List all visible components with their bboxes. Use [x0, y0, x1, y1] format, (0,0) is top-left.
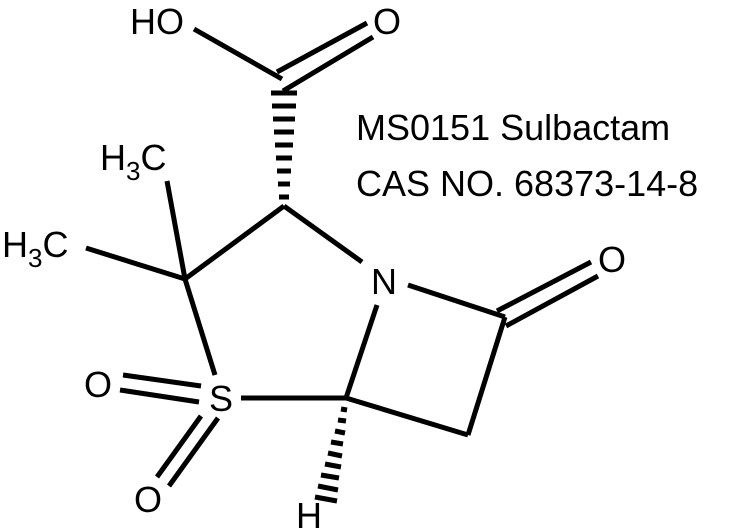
atom-hydrogen-label: H	[296, 495, 322, 532]
atom-methyl-left-label: H3C	[2, 224, 68, 273]
bond-c-oh	[192, 26, 284, 82]
bond-lines	[85, 20, 600, 488]
atom-hydroxyl-label: HO	[130, 1, 184, 42]
bond-c6-c5	[345, 395, 469, 438]
bond-s=o1-b	[119, 387, 200, 405]
bond-c3-me-left	[85, 245, 186, 282]
bond-c7-c6	[465, 316, 508, 436]
bond-s=o1-a	[122, 372, 202, 389]
bond-c=o-a	[275, 20, 369, 75]
atom-sulfonyl-oxygen-1-label: O	[84, 364, 112, 405]
bond-n-c5	[343, 304, 380, 399]
hashed-wedge-bond-hydrogen	[314, 406, 348, 504]
bond-c3-c2	[183, 203, 286, 282]
bond-c3-me-top	[164, 180, 188, 280]
atom-sulfonyl-oxygen-2-label: O	[134, 479, 162, 520]
atom-sulfur-label: S	[209, 378, 233, 419]
atom-lactam-oxygen-label: O	[598, 239, 626, 280]
atom-acid-oxygen-label: O	[373, 1, 401, 42]
bond-c=o-b	[281, 34, 375, 94]
hashed-wedge-bond-carboxyl	[271, 90, 297, 200]
atom-methyl-top-label: H3C	[100, 137, 166, 186]
cas-number-caption: CAS NO. 68373-14-8	[356, 163, 698, 204]
bond-s=o2-b	[166, 416, 221, 488]
bond-c3-s	[182, 278, 218, 376]
atom-nitrogen-label: N	[371, 261, 397, 302]
bond-n-c7	[407, 282, 506, 320]
bond-c7=o-a	[495, 259, 593, 314]
bond-c2-n	[282, 203, 364, 265]
compound-name-caption: MS0151 Sulbactam	[356, 107, 670, 148]
bond-s=o2-a	[154, 414, 204, 479]
bond-c7=o-b	[504, 273, 600, 329]
